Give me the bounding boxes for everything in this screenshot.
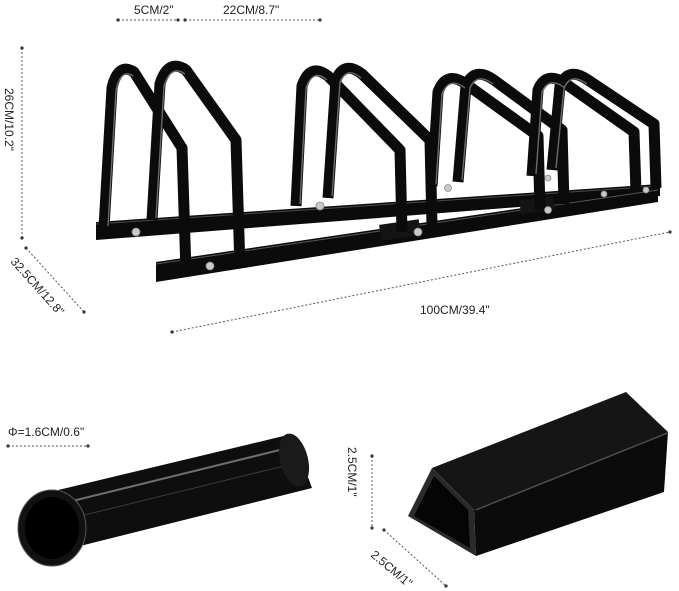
dim-slot-width-label: 22CM/8.7"	[223, 3, 279, 17]
dimension-lines	[8, 19, 671, 587]
bike-rack	[95, 60, 662, 282]
dim-tube-diameter-label: Φ=1.6CM/0.6"	[8, 425, 84, 439]
dim-length-label: 100CM/39.4"	[420, 303, 490, 317]
dim-square-width-label: 2.5CM/1"	[368, 548, 415, 591]
loop-1a	[98, 63, 192, 273]
dim-height-label: 26CM/10.2"	[2, 88, 16, 151]
loop-3b	[452, 68, 570, 205]
rack-bolts	[131, 174, 650, 271]
square-tube	[408, 392, 669, 556]
round-tube	[17, 433, 312, 567]
loop-2b	[322, 62, 438, 227]
loop-2a	[290, 65, 408, 233]
dim-gap-label: 5CM/2"	[134, 3, 174, 17]
loop-highlights	[107, 70, 588, 227]
loop-1b	[146, 60, 246, 269]
dimension-endpoints	[6, 18, 672, 588]
dim-depth-label: 32.5CM/12.8"	[8, 255, 67, 319]
dim-square-height-label: 2.5CM/1"	[345, 447, 359, 497]
